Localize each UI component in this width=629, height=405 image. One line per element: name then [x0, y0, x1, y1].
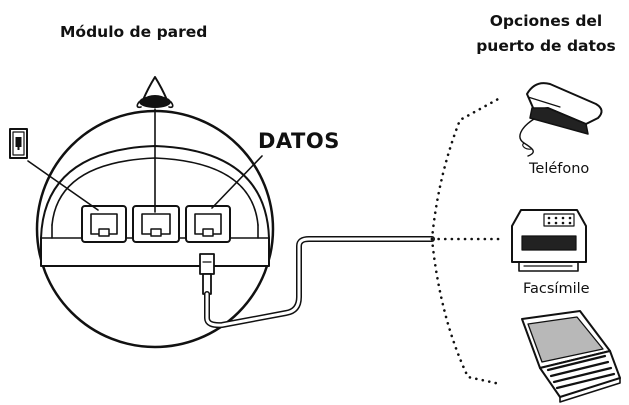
dotted-connections — [430, 96, 502, 386]
leader-line-phone-port — [27, 160, 99, 211]
fax-machine-icon — [511, 209, 587, 272]
fax-label: Facsímile — [523, 281, 590, 297]
wall-module-title: Módulo de pared — [60, 23, 208, 41]
network-symbol-icon — [136, 76, 174, 109]
options-title-line2: puerto de datos — [476, 37, 616, 55]
data-port-options-title: Opciones del puerto de datos — [463, 9, 629, 59]
data-port-label: DATOS — [258, 129, 340, 153]
telephone-label: Teléfono — [529, 161, 590, 177]
options-title-line1: Opciones del — [489, 12, 603, 30]
telephone-icon — [519, 82, 603, 157]
port-data — [185, 205, 231, 243]
leader-line-data-port — [211, 155, 263, 209]
port-center — [132, 205, 180, 243]
data-cable — [199, 236, 435, 329]
phone-jack-icon — [9, 128, 28, 159]
laptop-icon — [521, 310, 621, 403]
port-left — [81, 205, 127, 243]
